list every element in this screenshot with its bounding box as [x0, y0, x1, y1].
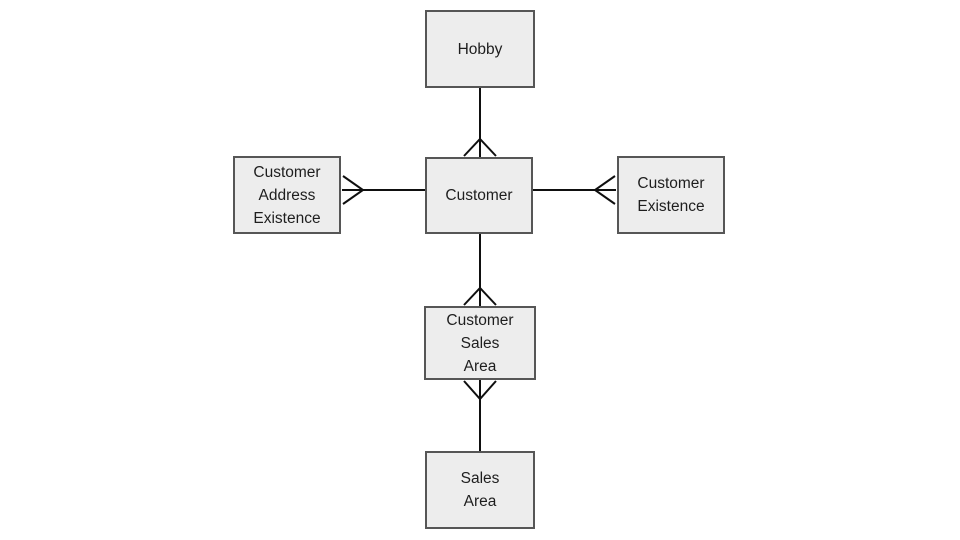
edge-customer-customer-existence: [533, 175, 616, 205]
entity-customer-sales-area: Customer Sales Area: [424, 306, 536, 380]
entity-customer-sales-area-label: Customer Sales Area: [446, 311, 514, 375]
crowsfoot-many-icon: [463, 380, 497, 401]
entity-sales-area-label: Sales Area: [460, 470, 500, 510]
edge-hobby-customer: [463, 88, 497, 157]
crowsfoot-many-icon: [342, 175, 365, 205]
crowsfoot-many-icon: [463, 137, 497, 157]
entity-hobby: Hobby: [425, 10, 535, 88]
edge-customer-customer-sales-area: [463, 234, 497, 306]
entity-customer-existence-label: Customer Existence: [637, 175, 705, 215]
edge-customer-sales-area-sales-area: [463, 380, 497, 451]
entity-customer: Customer: [425, 157, 533, 234]
edge-customer-customer-address-existence: [342, 175, 425, 205]
entity-customer-address-existence-label: Customer Address Existence: [253, 163, 321, 227]
entity-hobby-label: Hobby: [457, 40, 503, 58]
crowsfoot-many-icon: [593, 175, 616, 205]
entity-customer-existence: Customer Existence: [617, 156, 725, 234]
entity-customer-address-existence: Customer Address Existence: [233, 156, 341, 234]
entity-customer-label: Customer: [445, 187, 513, 204]
crowsfoot-many-icon: [463, 286, 497, 306]
entity-sales-area: Sales Area: [425, 451, 535, 529]
